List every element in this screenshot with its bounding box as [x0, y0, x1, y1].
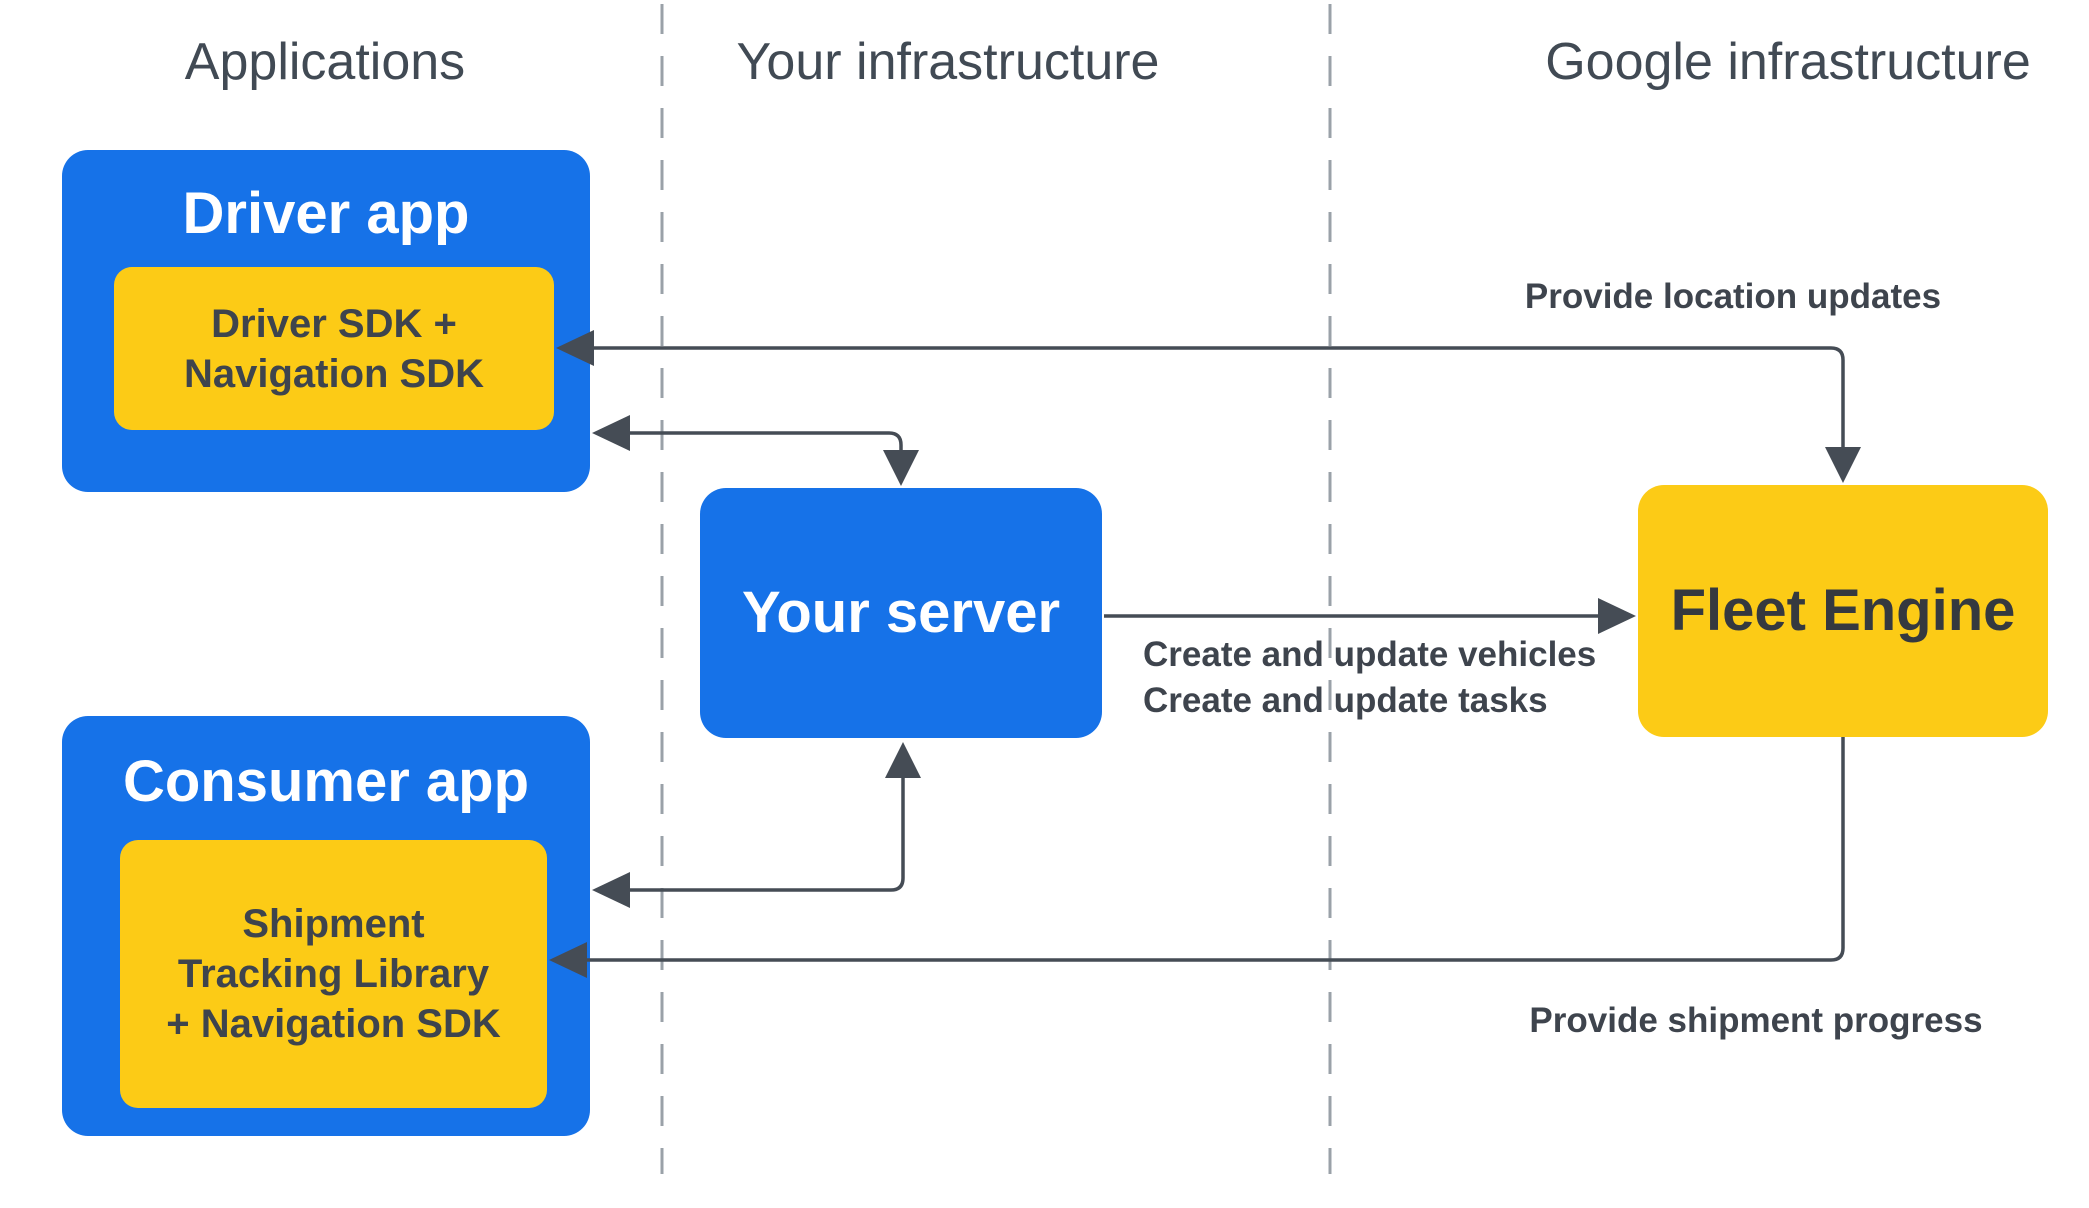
shipment-tracking-library-box: Shipment Tracking Library + Navigation S…: [120, 840, 547, 1108]
shipment-tracking-label-line2: Tracking Library: [177, 952, 490, 996]
column-header-applications: Applications: [184, 33, 466, 91]
driver-sdk-box: Driver SDK + Navigation SDK: [114, 267, 554, 430]
your-server-box: Your server: [700, 488, 1102, 738]
server-consumer-arrow: [592, 742, 921, 908]
provide-location-updates-label: Provide location updates: [1524, 277, 1942, 316]
arrowhead-left-icon: [556, 330, 594, 366]
provide-location-updates-arrow: [556, 330, 1861, 483]
shipment-progress-arrow: [549, 737, 1845, 978]
driver-app-server-arrow: [592, 415, 919, 486]
driver-app-title: Driver app: [182, 181, 470, 246]
create-update-arrow: [1104, 598, 1636, 634]
fleet-engine-box: Fleet Engine: [1638, 485, 2048, 737]
consumer-app-title: Consumer app: [122, 749, 530, 814]
arrowhead-left-icon: [549, 942, 587, 978]
driver-sdk-label-line1: Driver SDK +: [211, 301, 457, 346]
arrowhead-down-icon: [1825, 447, 1861, 483]
provide-shipment-progress-label: Provide shipment progress: [1529, 1001, 1983, 1040]
driver-sdk-label-line2: Navigation SDK: [183, 351, 485, 396]
shipment-tracking-label-line3: + Navigation SDK: [166, 1002, 501, 1046]
consumer-app-box: Consumer app Shipment Tracking Library +…: [62, 716, 590, 1136]
arrowhead-left-icon: [592, 872, 630, 908]
create-update-labels: Create and update vehicles Create and up…: [1143, 632, 1596, 724]
create-update-tasks-label: Create and update tasks: [1143, 681, 1548, 721]
arrowhead-left-icon: [592, 415, 630, 451]
arrowhead-down-icon: [883, 450, 919, 486]
driver-app-box: Driver app Driver SDK + Navigation SDK: [62, 150, 590, 492]
your-server-title: Your server: [741, 580, 1061, 646]
column-header-your-infrastructure: Your infrastructure: [736, 33, 1160, 91]
create-update-vehicles-label: Create and update vehicles: [1143, 635, 1597, 674]
shipment-tracking-label-line1: Shipment: [242, 902, 425, 946]
arrowhead-up-icon: [885, 742, 921, 778]
fleet-engine-title: Fleet Engine: [1670, 578, 2016, 644]
arrowhead-right-icon: [1598, 598, 1636, 634]
column-header-google-infrastructure: Google infrastructure: [1545, 33, 2031, 91]
